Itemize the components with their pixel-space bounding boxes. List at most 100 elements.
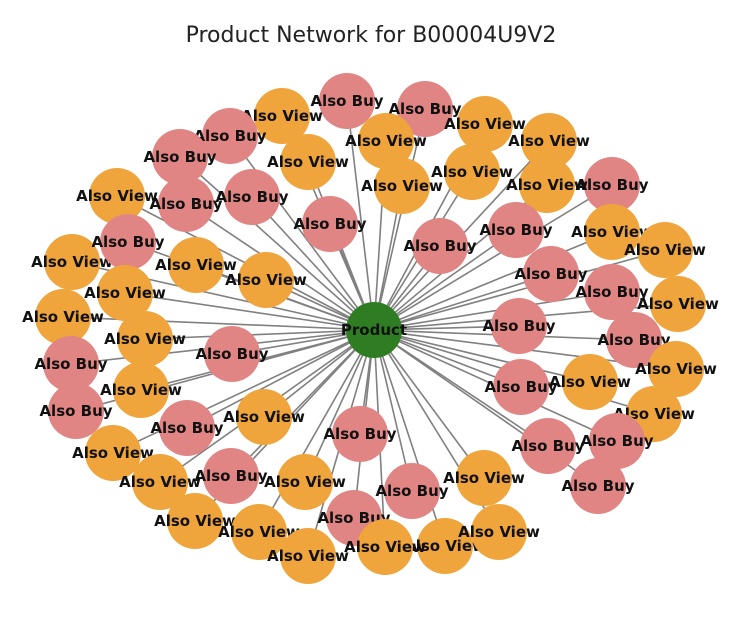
also-view-node-circle: [457, 96, 513, 152]
edge: [346, 100, 375, 331]
also-buy-node-label: Also Buy: [143, 148, 216, 166]
also-view-node: Also View: [267, 528, 349, 584]
also-view-node: Also View: [84, 265, 166, 321]
also-view-node-label: Also View: [571, 223, 653, 241]
also-buy-node-circle: [488, 202, 544, 258]
also-view-node: Also View: [22, 289, 104, 345]
also-view-node-label: Also View: [404, 537, 486, 555]
also-view-node-circle: [117, 311, 173, 367]
also-view-node: Also View: [458, 504, 540, 560]
also-view-node-circle: [444, 144, 500, 200]
also-view-node-circle: [254, 88, 310, 144]
also-buy-node-label: Also Buy: [195, 345, 268, 363]
also-buy-node-circle: [158, 176, 214, 232]
also-buy-node: Also Buy: [310, 73, 384, 129]
edge: [124, 292, 375, 331]
also-buy-node-circle: [319, 73, 375, 129]
also-view-node: Also View: [345, 113, 427, 169]
also-view-node-circle: [85, 425, 141, 481]
also-buy-node-circle: [159, 400, 215, 456]
also-buy-node-circle: [589, 413, 645, 469]
also-view-node-label: Also View: [225, 271, 307, 289]
also-view-node-circle: [519, 157, 575, 213]
also-view-node-circle: [417, 518, 473, 574]
also-buy-node-circle: [523, 246, 579, 302]
also-view-node-label: Also View: [361, 177, 443, 195]
also-buy-node: Also Buy: [511, 418, 585, 474]
also-view-node-label: Also View: [72, 444, 154, 462]
also-buy-node-label: Also Buy: [575, 283, 648, 301]
also-view-node: Also View: [155, 237, 237, 293]
also-view-node-circle: [35, 289, 91, 345]
also-buy-node: Also Buy: [195, 326, 269, 382]
also-view-node: Also View: [344, 519, 426, 575]
also-view-node-label: Also View: [267, 547, 349, 565]
also-buy-node: Also Buy: [580, 413, 654, 469]
edge: [258, 329, 375, 533]
also-buy-node-label: Also Buy: [149, 195, 222, 213]
also-buy-node-label: Also Buy: [482, 317, 555, 335]
also-view-node-label: Also View: [506, 176, 588, 194]
also-view-node: Also View: [267, 134, 349, 190]
also-buy-node-circle: [302, 196, 358, 252]
also-view-node-circle: [357, 519, 413, 575]
also-buy-node-circle: [606, 312, 662, 368]
edge: [373, 108, 426, 331]
also-view-node-label: Also View: [241, 107, 323, 125]
also-buy-node-label: Also Buy: [215, 188, 288, 206]
also-view-node: Also View: [225, 252, 307, 308]
also-buy-node-circle: [584, 264, 640, 320]
also-buy-node-label: Also Buy: [388, 100, 461, 118]
also-buy-node-label: Also Buy: [597, 331, 670, 349]
also-view-node-label: Also View: [22, 308, 104, 326]
also-view-node-circle: [89, 168, 145, 224]
also-view-node: Also View: [431, 144, 513, 200]
also-buy-node-circle: [100, 214, 156, 270]
also-buy-node-label: Also Buy: [323, 425, 396, 443]
also-buy-node-circle: [224, 169, 280, 225]
also-buy-node: Also Buy: [575, 157, 649, 213]
also-view-node-circle: [231, 504, 287, 560]
also-buy-node-label: Also Buy: [91, 233, 164, 251]
also-view-node: Also View: [571, 204, 653, 260]
edge: [373, 329, 446, 547]
also-view-node: Also View: [443, 450, 525, 506]
also-view-node: Also View: [72, 425, 154, 481]
also-buy-node-label: Also Buy: [194, 467, 267, 485]
also-view-node-circle: [471, 504, 527, 560]
edge: [144, 329, 375, 340]
also-buy-node-label: Also Buy: [561, 477, 634, 495]
also-view-node-label: Also View: [264, 473, 346, 491]
also-view-node: Also View: [361, 158, 443, 214]
also-view-node-label: Also View: [155, 256, 237, 274]
also-view-node: Also View: [637, 276, 719, 332]
also-view-node: Also View: [404, 518, 486, 574]
also-view-node-label: Also View: [458, 523, 540, 541]
chart-title: Product Network for B00004U9V2: [186, 23, 557, 48]
also-view-node-label: Also View: [154, 512, 236, 530]
also-view-node-label: Also View: [223, 408, 305, 426]
also-buy-node: Also Buy: [597, 312, 671, 368]
also-view-node-label: Also View: [100, 381, 182, 399]
also-view-node-circle: [456, 450, 512, 506]
also-buy-node-circle: [493, 359, 549, 415]
also-view-node-label: Also View: [508, 132, 590, 150]
edge: [373, 273, 552, 331]
also-buy-node-circle: [520, 418, 576, 474]
also-buy-node: Also Buy: [323, 406, 397, 462]
also-view-node-label: Also View: [218, 523, 300, 541]
also-view-node: Also View: [76, 168, 158, 224]
also-view-node-label: Also View: [31, 253, 113, 271]
also-view-node: Also View: [218, 504, 300, 560]
also-buy-node: Also Buy: [575, 264, 649, 320]
also-buy-node-circle: [202, 108, 258, 164]
also-buy-node-circle: [48, 383, 104, 439]
also-buy-node-label: Also Buy: [34, 355, 107, 373]
also-buy-node-label: Also Buy: [575, 176, 648, 194]
also-view-node-circle: [238, 252, 294, 308]
also-buy-node: Also Buy: [514, 246, 588, 302]
also-view-node-label: Also View: [104, 330, 186, 348]
also-view-node-label: Also View: [76, 187, 158, 205]
product-node: Product: [341, 302, 407, 358]
